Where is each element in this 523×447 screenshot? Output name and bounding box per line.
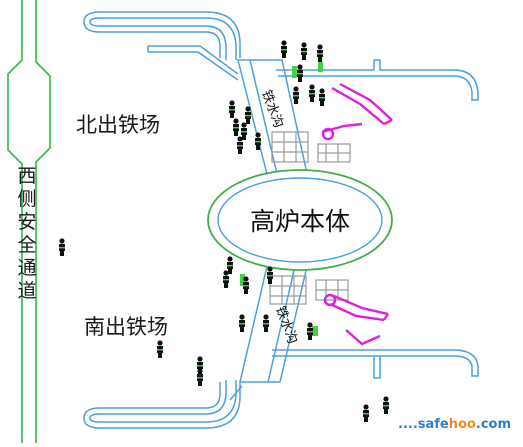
south-branch-stub (229, 385, 243, 401)
top-road (83, 11, 241, 60)
north-runner-pipe (276, 59, 479, 101)
worker-figure-icon (255, 132, 261, 150)
worker-figure-icon (281, 40, 287, 58)
north-mud-gun-icon (321, 82, 393, 141)
worker-figure-icon (267, 266, 273, 284)
worker-figure-icon (237, 136, 243, 154)
north-tapping-equipment (271, 131, 351, 163)
worker-figure-icon (363, 404, 369, 422)
worker-figure-icon (197, 368, 203, 386)
south-iron-trough (239, 261, 309, 383)
south-tapping-equipment (269, 275, 349, 305)
worker-figure-icon (233, 118, 239, 136)
worker-figure-icon (227, 256, 233, 274)
furnace-core-label: 高炉本体 (250, 207, 350, 236)
worker-figure-icon (263, 314, 269, 332)
worker-figure-icon (239, 314, 245, 332)
south-runner-pipe (272, 349, 479, 379)
worker-figure-icon (301, 42, 307, 60)
worker-figure-icon (243, 276, 249, 294)
south-mud-gun-icon (323, 293, 389, 346)
north-branch-pipe (147, 45, 239, 81)
watermark: ....safehoo.com (398, 417, 511, 432)
west-safety-passage-lines (7, 0, 51, 443)
south-yard-label: 南出铁场 (84, 315, 168, 339)
highlight-marks (240, 62, 323, 336)
west-passage-label: 西侧安全通道 (17, 165, 36, 302)
worker-figure-icon (307, 322, 313, 340)
workers-group (59, 40, 389, 422)
furnace-body (207, 169, 393, 271)
worker-figure-icon (293, 86, 299, 104)
worker-figure-icon (223, 270, 229, 288)
worker-figure-icon (309, 84, 315, 102)
worker-figure-icon (297, 64, 303, 82)
worker-figure-icon (317, 44, 323, 62)
worker-figure-icon (229, 100, 235, 118)
north-yard-label: 北出铁场 (76, 113, 160, 137)
worker-figure-icon (383, 396, 389, 414)
bottom-road (83, 380, 241, 429)
worker-figure-icon (59, 238, 65, 256)
worker-figure-icon (319, 88, 325, 106)
worker-figure-icon (245, 106, 251, 124)
south-trough-label: 铁水沟 (272, 304, 299, 346)
worker-figure-icon (157, 340, 163, 358)
worker-figure-icon (241, 122, 247, 140)
